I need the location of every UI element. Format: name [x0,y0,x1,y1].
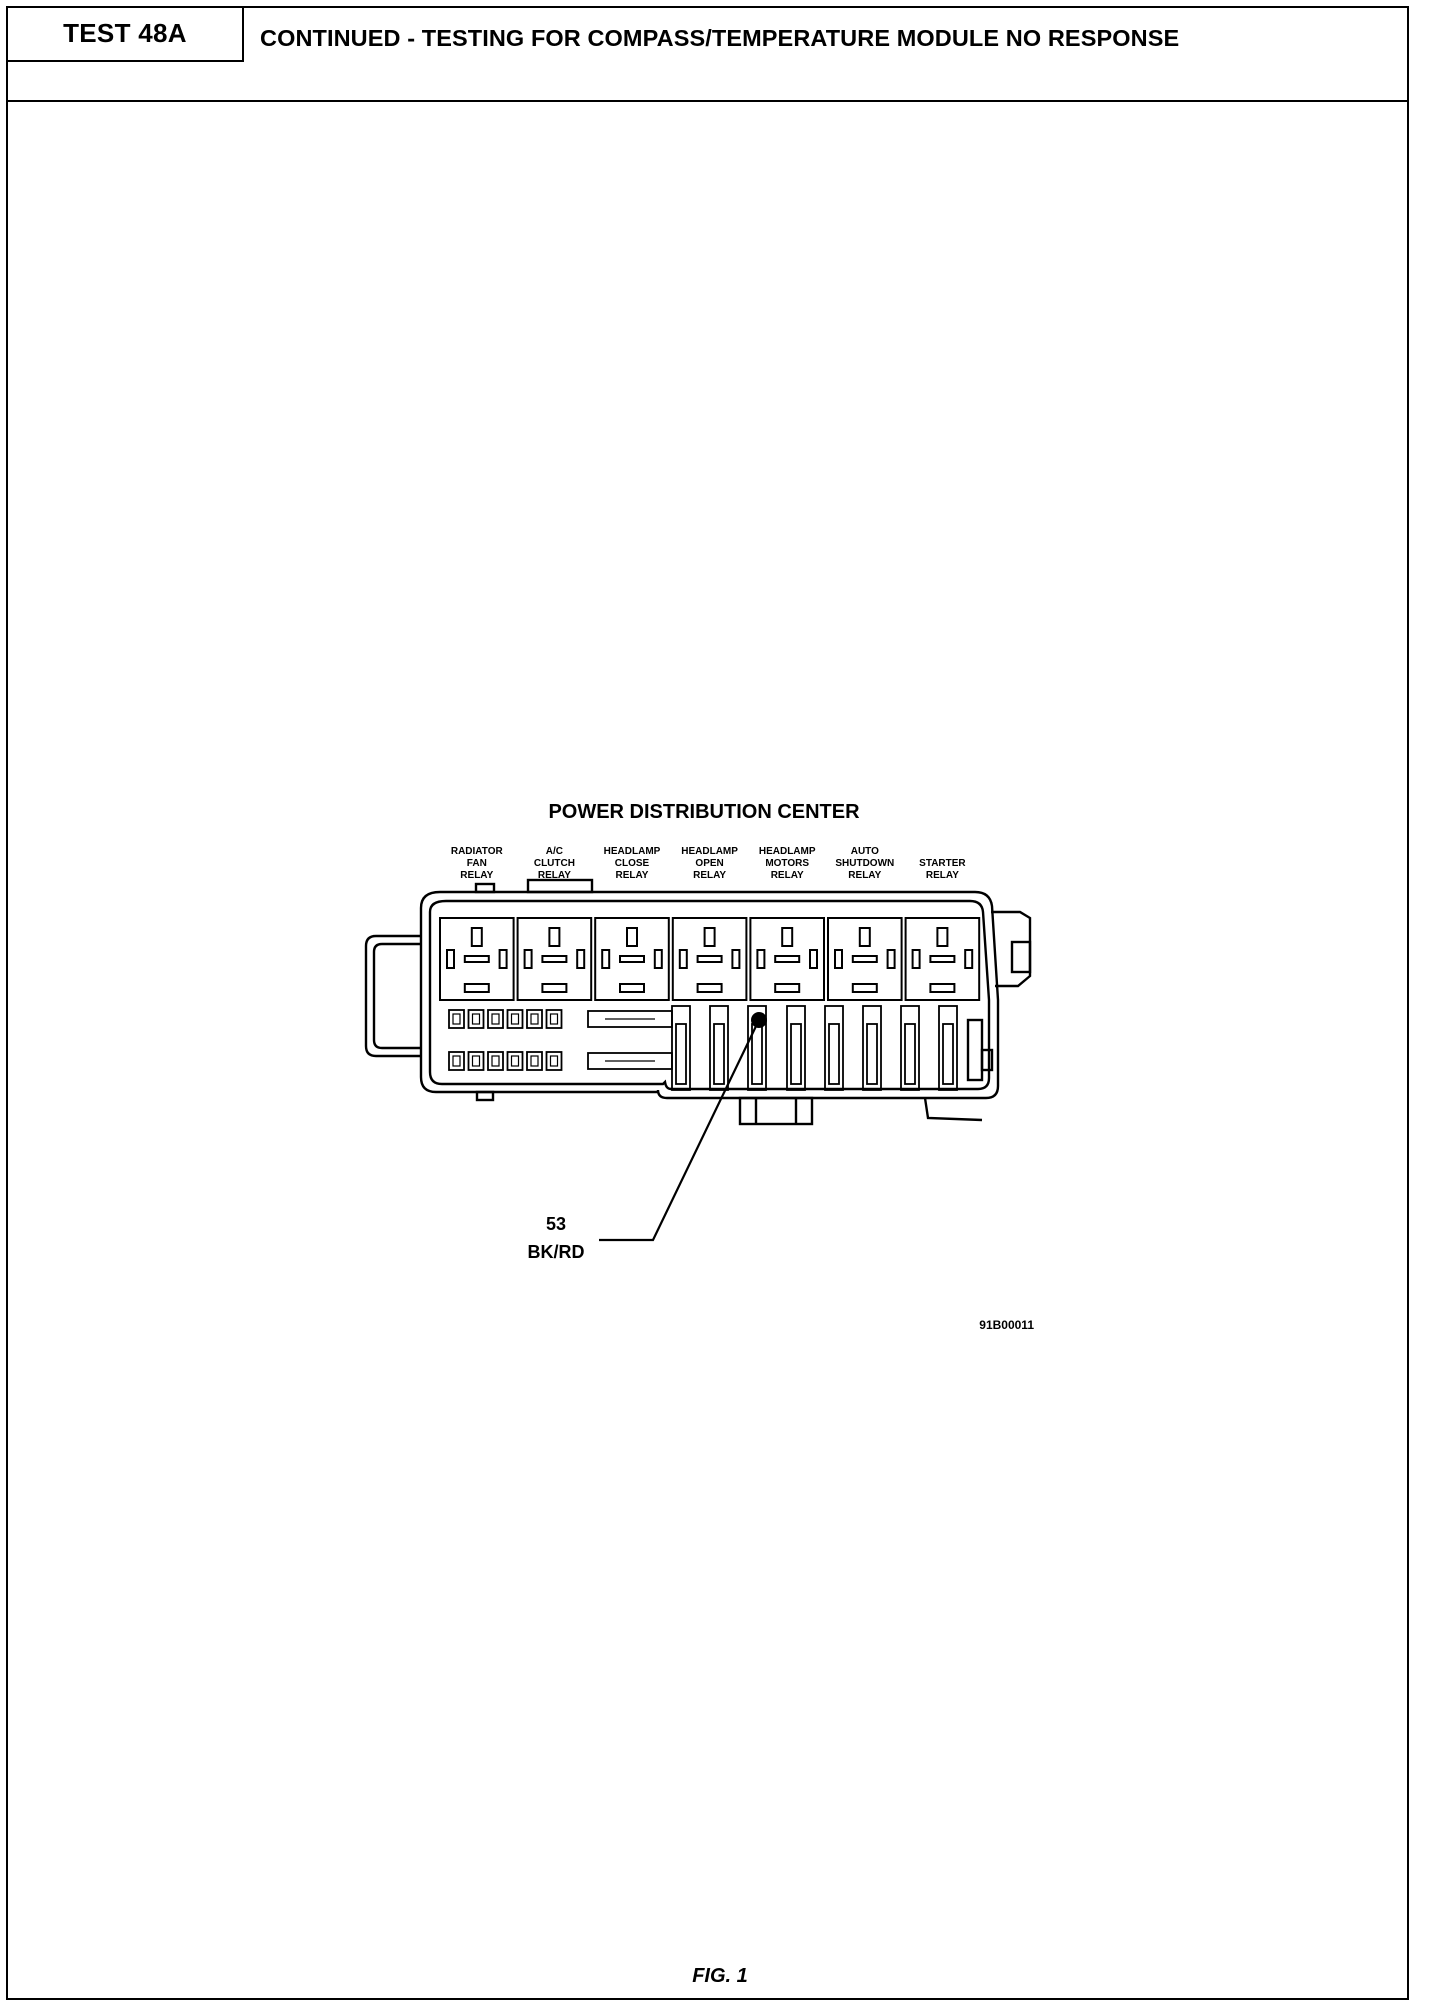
relay-socket [671,917,748,1001]
relay-sockets [439,917,981,1001]
callout-leader [599,1019,760,1242]
vertical-fuse [900,1005,920,1091]
mini-fuse [487,1009,504,1029]
mini-fuse-window [471,1055,481,1067]
relay-socket [749,917,826,1001]
mini-fuse-window [549,1013,559,1025]
mini-fuse [545,1009,563,1029]
mini-fuse-window [471,1013,481,1025]
vertical-fuse [862,1005,882,1091]
figure-title: POWER DISTRIBUTION CENTER [548,801,860,823]
drawing-number: 91B00011 [979,1318,1034,1332]
page-frame: TEST 48A CONTINUED - TESTING FOR COMPASS… [6,6,1409,2000]
mini-fuse [526,1009,543,1029]
mini-fuse [448,1009,465,1029]
relay-socket [439,917,515,1001]
relay-socket [827,917,903,1001]
mini-fuse [467,1051,485,1071]
vertical-fuse [786,1005,806,1091]
mini-fuse-window [510,1055,520,1067]
callout-circuit: 53 [546,1214,566,1234]
mini-fuse [448,1051,465,1071]
mini-fuse [545,1051,563,1071]
mini-fuse-window [530,1055,539,1067]
relay-socket [516,917,593,1001]
mini-fuse-window [452,1013,461,1025]
mini-fuse [506,1009,524,1029]
callout-wire-color: BK/RD [528,1242,585,1262]
mini-fuse-window [491,1055,500,1067]
mini-fuse-window [452,1055,461,1067]
mini-fuse [506,1051,524,1071]
pdc-housing [364,878,1032,1126]
mini-fuse [467,1009,485,1029]
vertical-fuse [824,1005,844,1091]
vertical-fuse [671,1005,691,1091]
mini-fuse-window [530,1013,539,1025]
mini-fuse [526,1051,543,1071]
vertical-fuse [709,1005,729,1091]
mini-fuse-window [491,1013,500,1025]
callout: 53 BK/RD [528,1012,767,1262]
header-bar: TEST 48A CONTINUED - TESTING FOR COMPASS… [8,8,1407,102]
fuse-block [448,1005,958,1091]
figure-caption: FIG. 1 [692,1965,748,1987]
relay-socket [594,917,670,1001]
test-title: CONTINUED - TESTING FOR COMPASS/TEMPERAT… [260,25,1180,51]
mini-fuse-window [510,1013,520,1025]
test-id-cell: TEST 48A [8,8,244,62]
relay-socket [904,917,981,1001]
vertical-fuse [938,1005,958,1091]
mini-fuse-window [549,1055,559,1067]
mini-fuse [487,1051,504,1071]
test-id: TEST 48A [63,18,187,48]
